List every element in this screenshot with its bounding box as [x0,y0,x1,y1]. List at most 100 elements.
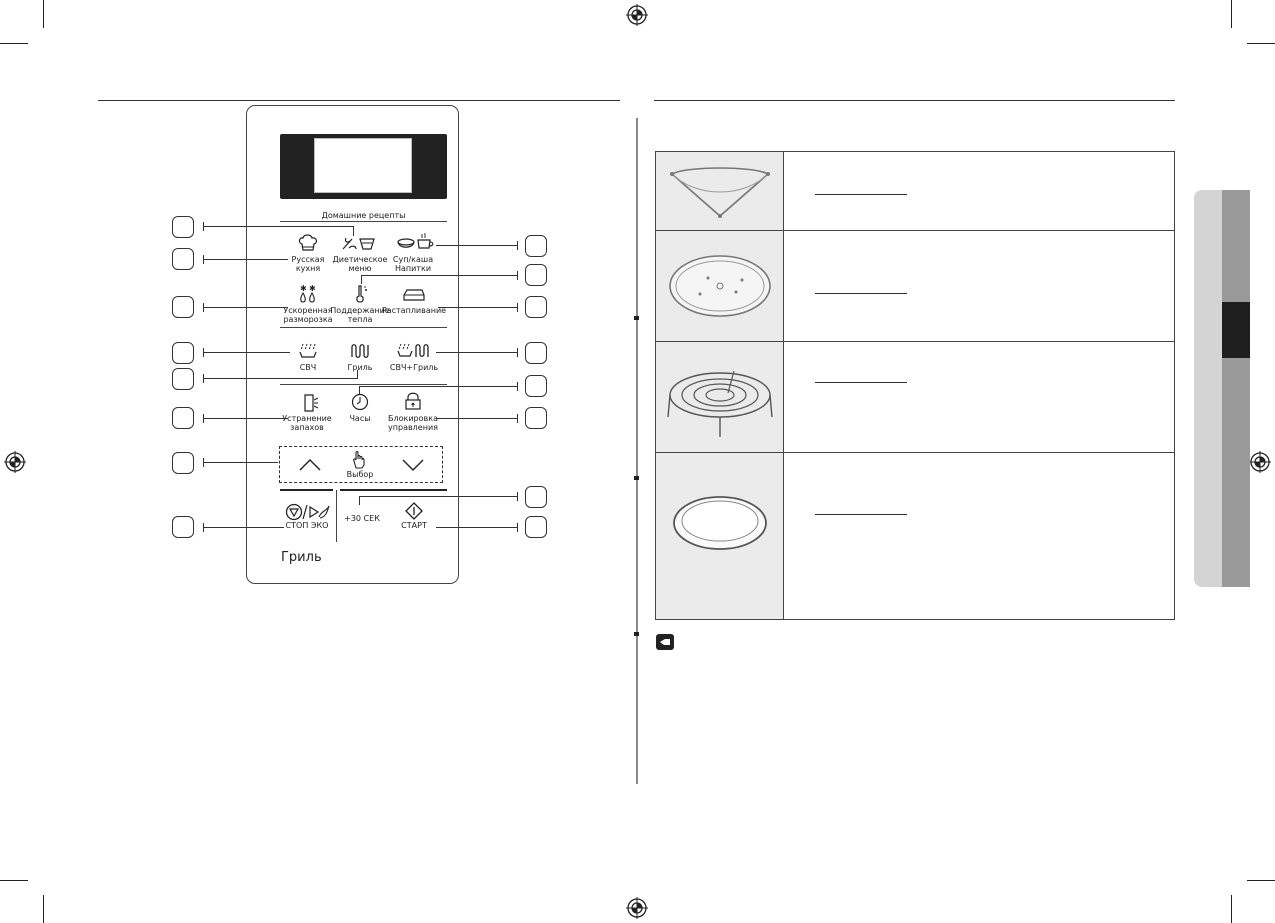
microwave-grill-button[interactable]: СВЧ+Гриль [390,363,438,372]
russian-cuisine-label: Русская кухня [291,255,325,273]
keep-warm-button[interactable]: Поддержание тепла [330,306,389,324]
crop-mark [1247,43,1275,44]
chef-hat-icon [298,234,318,251]
recipes-title: Домашние рецепты [321,211,406,220]
soup-drinks-button[interactable]: Суп/каша Напитки [393,255,433,273]
header-rule [654,100,1175,101]
stop-eco-button[interactable]: СТОП ЭКО [286,521,329,530]
callout-box [525,516,547,538]
callout-box [525,235,547,257]
plus-30-sec-label: +30 СЕК [344,514,380,523]
row-divider [656,452,1174,453]
callout-box [172,248,194,270]
down-arrow-icon[interactable] [401,458,425,472]
panel-divider [280,327,447,328]
grill-label: Гриль [347,363,373,372]
leader-tick [517,241,519,250]
clock-icon [351,393,369,411]
leader-tick [203,222,205,231]
accessory-name-line [815,514,907,515]
divider-mark [634,632,639,636]
divider-mark [634,476,639,480]
leader-line [359,386,360,394]
plus-30-sec-button[interactable]: +30 СЕК [344,514,380,523]
leader-tick [517,348,519,357]
hand-select-icon [353,450,365,469]
deodorize-button[interactable]: Устранение запахов [282,414,331,432]
select-button[interactable]: Выбор [347,470,374,479]
leader-tick [517,414,519,423]
leader-tick [203,374,205,383]
leader-tick [517,523,519,532]
leader-tick [203,414,205,423]
soften-melt-button[interactable]: Растапливание [382,306,446,315]
soup-cup-icon [397,233,434,249]
leader-line [360,496,518,498]
diet-menu-label: Диетическое меню [332,255,388,273]
microwave-waves-icon [299,343,317,358]
callout-box [172,407,194,429]
callout-box [525,407,547,429]
callout-box [172,296,194,318]
divider-mark [634,316,639,320]
leader-tick [517,303,519,312]
svg-text:✱: ✱ [300,284,307,293]
registration-mark-icon [4,451,26,473]
leader-line [204,378,358,380]
leader-line [436,352,518,354]
leader-tick [203,523,205,532]
fast-defrost-button[interactable]: Ускоренная разморозка [283,306,332,324]
leader-line [204,226,354,227]
leader-line [357,370,358,379]
leader-line [204,527,284,529]
leader-line [436,418,518,420]
panel-divider [280,384,447,385]
up-arrow-icon[interactable] [298,458,322,472]
leader-tick [517,492,519,501]
crop-mark [0,43,28,44]
start-icon [405,502,423,520]
accessory-name-line [815,382,907,383]
start-button[interactable]: СТАРТ [401,521,427,530]
diet-menu-button[interactable]: Диетическое меню [333,255,388,273]
control-lock-label: Блокировка управления [388,414,438,432]
leader-line [204,259,288,261]
deodorize-label: Устранение запахов [282,414,332,432]
section-tab [1194,190,1250,587]
clock-button[interactable]: Часы [349,414,370,423]
keep-warm-label: Поддержание тепла [330,306,390,324]
leader-line [438,307,518,309]
crop-mark [0,880,28,881]
diet-vegetables-icon [342,237,375,250]
crop-mark [1231,0,1232,28]
accessory-name-line [815,293,907,294]
control-lock-button[interactable]: Блокировка управления [388,414,438,432]
crusty-plate-image [673,496,767,550]
leader-line [204,352,290,354]
grill-button[interactable]: Гриль [348,363,373,372]
leader-line [436,527,518,529]
microwave-button[interactable]: СВЧ [300,363,317,372]
callout-box [172,452,194,474]
tab-active-marker [1222,302,1250,358]
registration-mark-icon [626,897,648,919]
leader-line [436,245,518,247]
svg-text:✱: ✱ [309,284,316,293]
soup-drinks-label: Суп/каша Напитки [392,255,434,273]
callout-box [525,375,547,397]
leader-line [360,386,518,388]
russian-cuisine-button[interactable]: Русская кухня [292,255,325,273]
leader-tick [517,271,519,280]
coupler-image [670,167,770,218]
crop-mark [43,895,44,923]
soften-melt-label: Растапливание [381,306,447,315]
turntable-image [669,255,771,317]
registration-mark-icon [626,4,648,26]
crop-mark [1231,895,1232,923]
leader-line [359,496,360,505]
start-label: СТАРТ [401,521,427,530]
leader-tick [517,382,519,391]
panel-divider [280,489,333,491]
header-rule [98,100,620,101]
leader-tick [203,348,205,357]
